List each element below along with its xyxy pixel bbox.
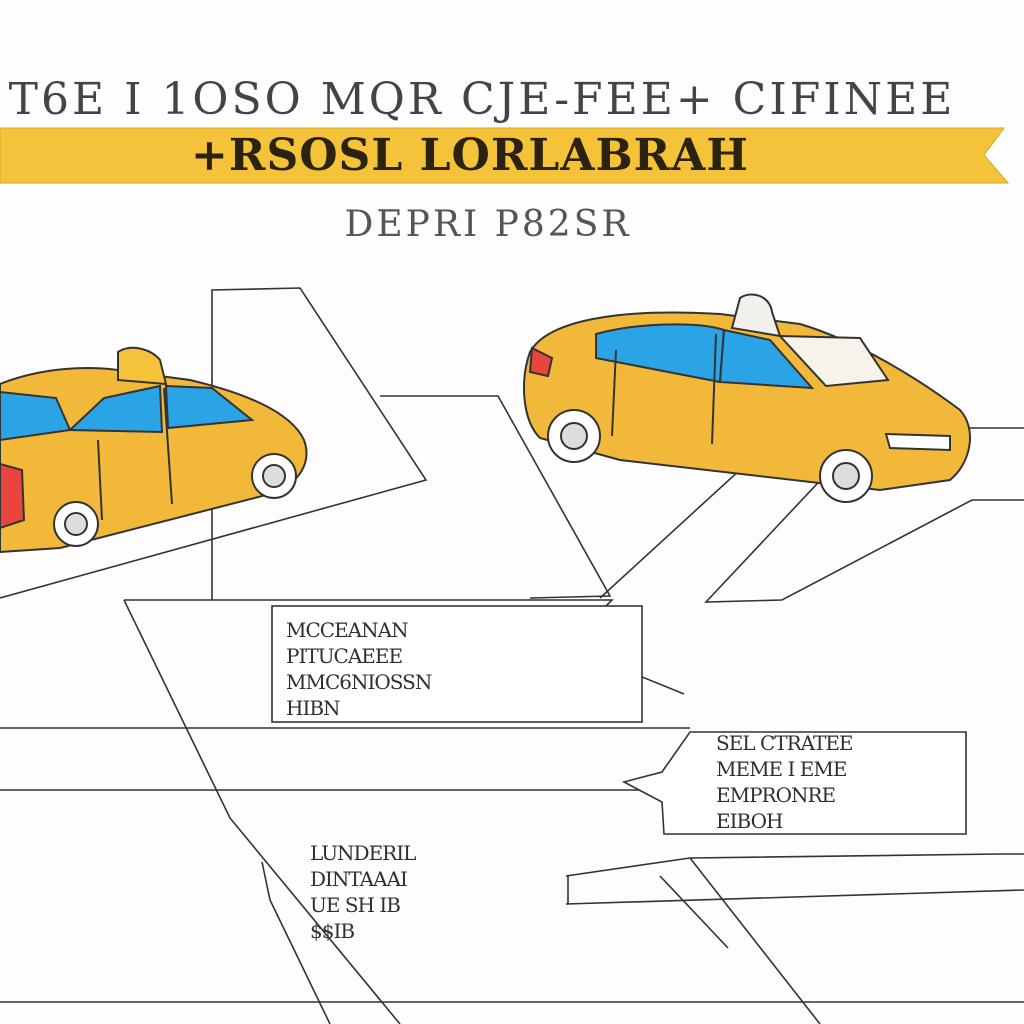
- note-line: LUNDERIL: [310, 841, 416, 865]
- note-line: DINTAAAI: [310, 867, 408, 891]
- middle-road-outline: [380, 395, 612, 599]
- note-text-2: SEL CTRATEE MEME I EME EMPRONRE EIBOH: [716, 730, 854, 834]
- note-line: MCCEANAN: [286, 618, 409, 642]
- note-text-3: LUNDERIL DINTAAAI UE SH IB $$IB: [310, 840, 416, 944]
- note-line: EIBOH: [716, 809, 783, 833]
- note-line: $$IB: [310, 919, 355, 943]
- taxi-right: [523, 293, 972, 503]
- note-box-1: [271, 605, 643, 723]
- note-line: PITUCAEEE: [286, 644, 403, 668]
- page-title: T6E I 1OSO MQR CJE-FEE+ CIFINEE: [8, 74, 956, 125]
- banner-ribbon: [0, 127, 1010, 184]
- note-line: HIBN: [286, 696, 341, 720]
- banner-title: +RSOSL LORLABRAH: [191, 130, 749, 181]
- note-line: SEL CTRATEE: [716, 731, 854, 755]
- note-line: UE SH IB: [310, 893, 401, 917]
- note-box-2: [621, 731, 967, 835]
- note-line: MEME I EME: [716, 757, 847, 781]
- page-subtitle: DEPRI P82SR: [344, 204, 632, 245]
- note-line: EMPRONRE: [716, 783, 836, 807]
- right-lane-outline: [599, 467, 1024, 603]
- taxi-left: [0, 346, 308, 554]
- note-text-1: MCCEANAN PITUCAEEE MMC6NIOSSN HIBN: [286, 617, 432, 721]
- note-line: MMC6NIOSSN: [286, 670, 432, 694]
